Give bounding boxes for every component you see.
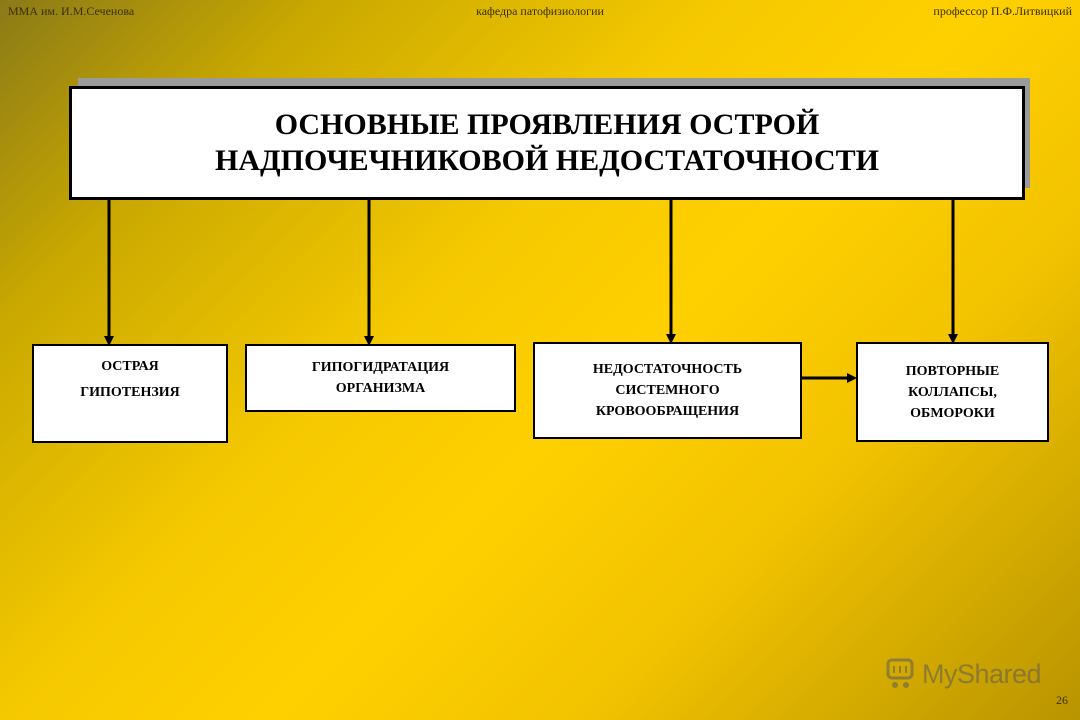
box-collapses-fainting: ПОВТОРНЫЕ КОЛЛАПСЫ, ОБМОРОКИ [856,342,1049,442]
box-3-line-1: НЕДОСТАТОЧНОСТЬ [592,362,743,377]
cart-icon [886,658,914,688]
box-3-line-3: КРОВООБРАЩЕНИЯ [595,404,740,419]
header-author: профессор П.Ф.Литвицкий [933,4,1072,18]
box-1-line-2: ГИПОТЕНЗИЯ [80,385,180,400]
box-circulatory-failure: НЕДОСТАТОЧНОСТЬ СИСТЕМНОГО КРОВООБРАЩЕНИ… [533,342,802,439]
box-hypohydration: ГИПОГИДРАТАЦИЯ ОРГАНИЗМА [245,344,516,412]
title-line-2: НАДПОЧЕЧНИКОВОЙ НЕДОСТАТОЧНОСТИ [215,144,879,177]
title-box: ОСНОВНЫЕ ПРОЯВЛЕНИЯ ОСТРОЙ НАДПОЧЕЧНИКОВ… [69,86,1025,200]
box-acute-hypotension: ОСТРАЯ ГИПОТЕНЗИЯ [32,344,228,443]
box-4-line-3: ОБМОРОКИ [910,405,995,421]
header-department: кафедра патофизиологии [476,4,604,18]
box-4-line-1: ПОВТОРНЫЕ [905,363,1000,379]
page-number: 26 [1056,693,1068,707]
box-2-line-1: ГИПОГИДРАТАЦИЯ [311,360,450,375]
watermark-text: MyShared [922,658,1042,689]
box-4-line-2: КОЛЛАПСЫ, [908,384,997,400]
title-line-1: ОСНОВНЫЕ ПРОЯВЛЕНИЯ ОСТРОЙ [274,108,820,141]
box-2-line-2: ОРГАНИЗМА [335,381,426,396]
box-3-line-2: СИСТЕМНОГО [615,383,720,398]
header-institution: ММА им. И.М.Сеченова [8,4,135,18]
watermark: MyShared [886,654,1046,694]
box-1-line-1: ОСТРАЯ [101,359,159,374]
